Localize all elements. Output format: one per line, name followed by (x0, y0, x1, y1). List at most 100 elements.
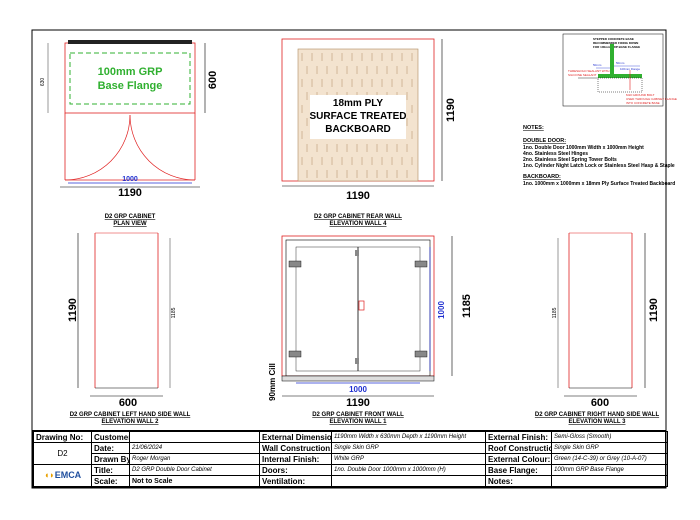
rear-dim-width: 1190 (346, 190, 370, 202)
plan-dim-width: 1190 (118, 187, 142, 199)
notes-door-line: 1no. Double Door 1000mm Width x 1000mm H… (523, 145, 644, 151)
flange-value: 100mm GRP Base Flange (551, 464, 668, 476)
notes-door-line: 2no. Stainless Steel Spring Tower Bolts (523, 157, 617, 163)
wall-label: Wall Construction: (259, 442, 332, 454)
base-flange-outline (69, 52, 191, 105)
drawing-no-value: D2 (33, 442, 92, 465)
plan-dim-small: 630 (40, 78, 46, 87)
front-dim-height: 1185 (461, 294, 473, 318)
hinge (288, 260, 428, 358)
left-dim-height: 1190 (67, 298, 79, 322)
right-dim-width: 600 (591, 397, 609, 409)
detail-dim-a: 50mm (593, 63, 602, 67)
detail-line-1: STEPPED CONCRETE BASE (593, 37, 634, 41)
sheet-border (31, 29, 667, 489)
title-block: Drawing No: Customer: External Dimension… (32, 430, 668, 488)
plan-dim-door: 1000 (122, 176, 138, 183)
logo-text: EMCA (54, 470, 82, 480)
flange-label: Base Flange: (485, 464, 552, 476)
detail-note-left-2: SILICONE SEALANT (568, 73, 597, 77)
front-dim-cill: 90mm Cill (268, 363, 277, 401)
front-dim-door-w: 1000 (349, 385, 367, 394)
date-label: Date: (91, 442, 130, 454)
left-caption-2: ELEVATION WALL 2 (101, 419, 159, 425)
detail-dim-b: 50mm (616, 61, 625, 65)
base-detail: STEPPED CONCRETE BASE RECOMMENDED FIXING… (562, 33, 677, 107)
vent-value (331, 475, 486, 487)
scale-value: Not to Scale (129, 475, 260, 487)
roof-label: Roof Construction: (485, 442, 552, 454)
plan-caption-1: D2 GRP CABINET (105, 214, 156, 220)
right-caption-1: D2 GRP CABINET RIGHT HAND SIDE WALL (535, 412, 660, 418)
detail-line-2: RECOMMENDED FIXING DOWN (593, 41, 638, 45)
right-dim-inner: 1185 (552, 307, 558, 318)
customer-value (129, 431, 260, 443)
right-caption-2: ELEVATION WALL 3 (568, 419, 626, 425)
rear-label-1: 18mm PLY (333, 98, 384, 109)
drawn-by-value: Roger Morgan (129, 453, 260, 465)
front-caption-2: ELEVATION WALL 1 (329, 419, 387, 425)
detail-dim-c: 100mm Flange (620, 67, 640, 71)
lock-icon (358, 300, 365, 311)
plan-dim-depth: 600 (207, 71, 219, 89)
plan-view: 100mm GRP Base Flange 1000 1190 600 630 … (40, 40, 219, 227)
drawn-by-label: Drawn By: (91, 453, 130, 465)
rear-caption-2: ELEVATION WALL 4 (329, 221, 387, 227)
notes-value (551, 475, 668, 487)
left-side-wall-view: 1190 1185 600 D2 GRP CABINET LEFT HAND S… (67, 232, 191, 425)
title-label: Title: (91, 464, 130, 476)
notes-door-line: 4no. Stainless Steel Hinges (523, 151, 588, 157)
front-wall-view: 1000 1190 1000 1185 90mm Cill D2 GRP CAB… (268, 235, 473, 425)
rear-dim-height: 1190 (445, 98, 457, 122)
colour-label: External Colour: (485, 453, 552, 465)
rear-caption-1: D2 GRP CABINET REAR WALL (314, 214, 402, 220)
notes-title: NOTES: (523, 125, 544, 131)
right-side-wall-view: 1185 1190 600 D2 GRP CABINET RIGHT HAND … (535, 232, 660, 425)
ext-finish-label: External Finish: (485, 431, 552, 443)
notes-door-title: DOUBLE DOOR: (523, 138, 566, 144)
detail-note-right-2: USED THROUGH CABINET FLANGE (626, 97, 677, 101)
drawing-no-label: Drawing No: (33, 431, 92, 443)
rear-label-3: BACKBOARD (325, 124, 391, 135)
plan-caption-2: PLAN VIEW (113, 221, 147, 227)
int-finish-label: Internal Finish: (259, 453, 332, 465)
plan-label-1: 100mm GRP (98, 66, 163, 78)
logo-mark-icon: ◖◗ (43, 470, 55, 480)
ext-dim-label: External Dimensions: (259, 431, 332, 443)
roof-value: Single Skin GRP (551, 442, 668, 454)
doors-value: 1no. Double Door 1000mm x 1000mm (H) (331, 464, 486, 476)
emca-logo: ◖◗EMCA (33, 464, 92, 487)
plan-label-2: Base Flange (98, 80, 163, 92)
vent-label: Ventilation: (259, 475, 332, 487)
left-dim-inner: 1185 (171, 307, 177, 318)
left-caption-1: D2 GRP CABINET LEFT HAND SIDE WALL (70, 412, 191, 418)
right-dim-height: 1190 (648, 298, 660, 322)
date-value: 21/06/2024 (129, 442, 260, 454)
customer-label: Customer: (91, 431, 130, 443)
ext-dim-value: 1190mm Width x 630mm Depth x 1190mm Heig… (331, 431, 486, 443)
wall-value: Single Skin GRP (331, 442, 486, 454)
title-value: D2 GRP Double Door Cabinet (129, 464, 260, 476)
notes: NOTES: DOUBLE DOOR: 1no. Double Door 100… (523, 125, 675, 187)
scale-label: Scale: (91, 475, 130, 487)
rear-wall-view: 18mm PLY SURFACE TREATED BACKBOARD 1190 … (281, 38, 457, 227)
detail-note-left-1: THRESHOLD SEALANT WITH (568, 69, 609, 73)
doors-label: Doors: (259, 464, 332, 476)
front-dim-door-h: 1000 (437, 301, 446, 319)
front-dim-width: 1190 (346, 397, 370, 409)
left-dim-width: 600 (119, 397, 137, 409)
detail-line-3: FOR 100mm GRP BASE FLANGE (593, 45, 640, 49)
backboard-label-bg (310, 95, 406, 139)
notes-label: Notes: (485, 475, 552, 487)
notes-board-title: BACKBOARD: (523, 174, 561, 180)
notes-door-line: 1no. Cylinder Night Latch Lock or Stainl… (523, 163, 675, 169)
int-finish-value: White GRP (331, 453, 486, 465)
notes-board-line: 1no. 1000mm x 1000mm x 18mm Ply Surface … (523, 181, 675, 187)
detail-note-right-1: M10 GROUND BOLT (626, 93, 655, 97)
colour-value: Green (14-C-39) or Grey (10-A-07) (551, 453, 668, 465)
detail-note-right-3: INTO CONCRETE BASE (626, 101, 660, 105)
cill (281, 375, 435, 382)
front-caption-1: D2 GRP CABINET FRONT WALL (312, 412, 404, 418)
rear-label-2: SURFACE TREATED (309, 111, 406, 122)
